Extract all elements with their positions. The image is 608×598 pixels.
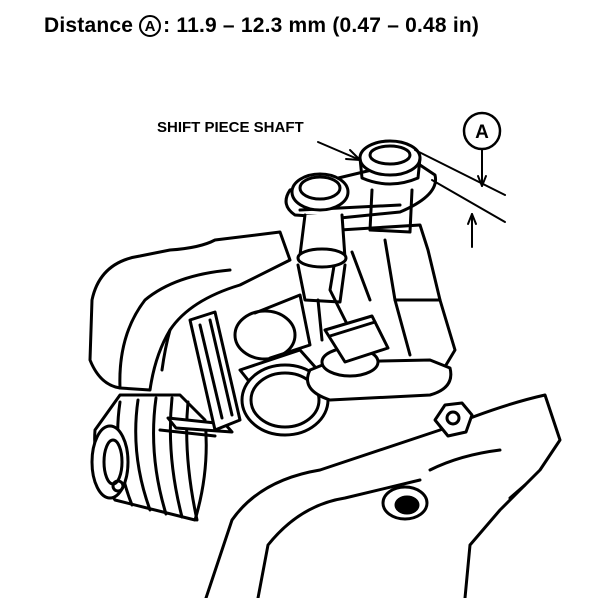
housing-bolt-hole: [381, 485, 429, 521]
heading-value: : 11.9 – 12.3 mm (0.47 – 0.48 in): [163, 14, 480, 37]
diagram-heading: Distance A : 11.9 – 12.3 mm (0.47 – 0.48…: [44, 14, 479, 38]
shift-piece-shaft: [358, 139, 422, 234]
distance-dimension-lines: [414, 149, 506, 248]
distance-marker-callout: A: [462, 111, 502, 151]
heading-marker-badge: A: [139, 15, 162, 37]
shift-piece-shaft-callout: SHIFT PIECE SHAFT: [157, 119, 361, 161]
left-shaft-post: [290, 172, 350, 342]
pawl-block: [323, 314, 390, 364]
boot-end-cap: [90, 424, 130, 500]
distance-marker-label: A: [475, 122, 489, 143]
ribbed-plate: [188, 310, 242, 432]
shift-lever-body: [88, 230, 292, 392]
heading-prefix: Distance: [44, 14, 134, 37]
base-boss: [306, 346, 453, 402]
middle-cylinder: [233, 293, 312, 361]
mounting-bolt: [433, 401, 474, 438]
shift-piece-shaft-label: SHIFT PIECE SHAFT: [157, 119, 304, 136]
